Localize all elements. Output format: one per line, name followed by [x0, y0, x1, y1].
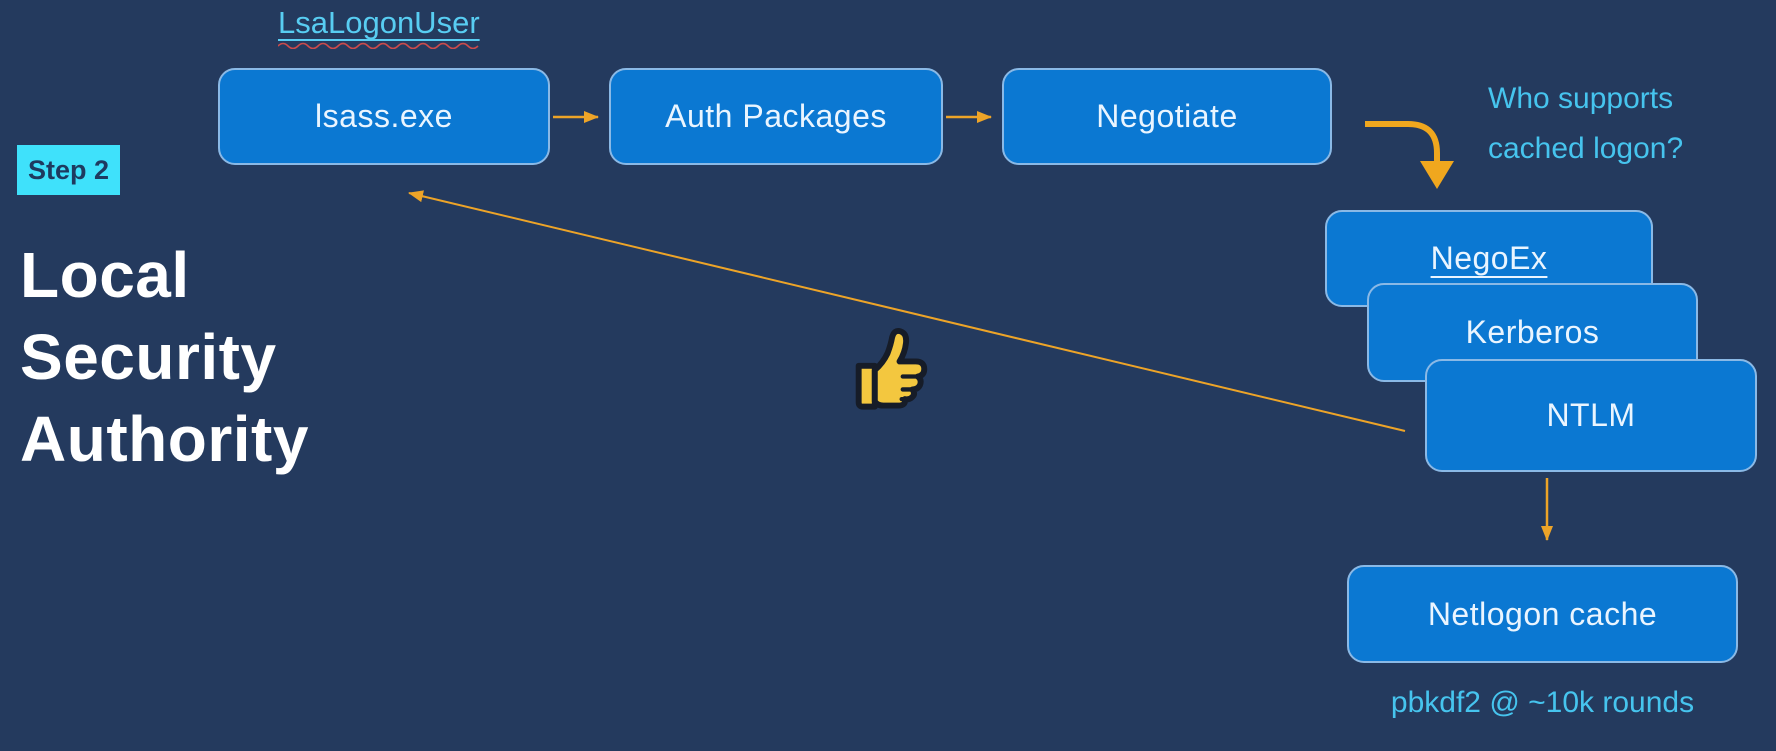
flow-box-auth-packages: Auth Packages: [609, 68, 943, 165]
arrow-negotiate-to-stack-head: [1420, 161, 1454, 189]
title-line-2: Security: [20, 321, 277, 393]
title-line-3: Authority: [20, 403, 309, 475]
pbkdf2-note: pbkdf2 @ ~10k rounds: [1390, 686, 1695, 719]
netlogon-cache-box: Netlogon cache: [1347, 565, 1738, 663]
title-line-1: Local: [20, 239, 190, 311]
slide-title: Local Security Authority: [20, 234, 309, 480]
flow-box-negotiate: Negotiate: [1002, 68, 1332, 165]
package-box-ntlm: NTLM: [1425, 359, 1757, 472]
step-badge: Step 2: [17, 145, 120, 195]
thumbs-up-icon: [855, 328, 928, 410]
lsa-logon-user-link[interactable]: LsaLogonUser: [278, 5, 480, 40]
cached-logon-question: Who supports cached logon?: [1488, 74, 1683, 174]
question-line-1: Who supports: [1488, 82, 1674, 115]
negoex-link[interactable]: NegoEx: [1430, 240, 1548, 276]
flow-box-lsass: lsass.exe: [218, 68, 550, 165]
arrow-negotiate-to-stack: [1365, 121, 1440, 161]
question-line-2: cached logon?: [1488, 132, 1684, 165]
spellcheck-squiggle: [278, 42, 479, 49]
